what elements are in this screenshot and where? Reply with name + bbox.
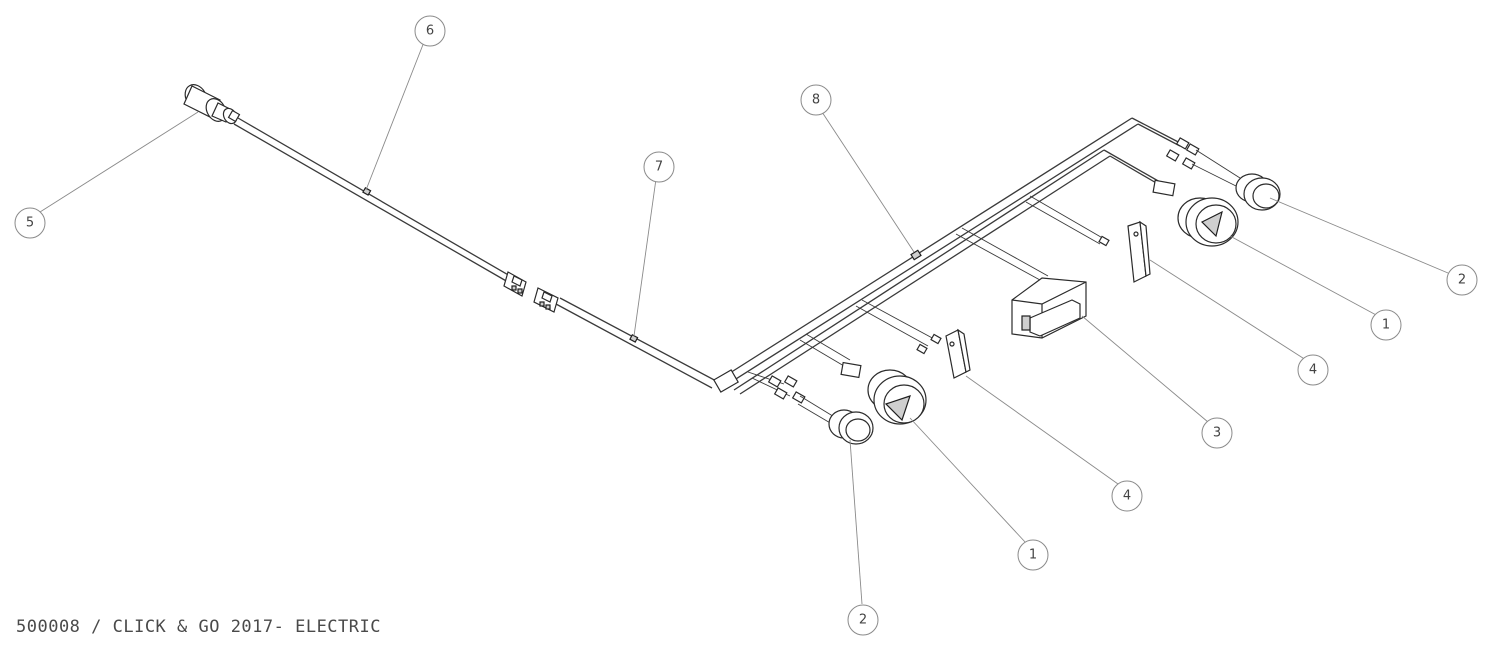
svg-text:1: 1 — [1029, 548, 1037, 563]
callout-1-right: 1 — [1370, 309, 1402, 341]
inline-connector-pair — [503, 271, 559, 313]
svg-text:8: 8 — [812, 93, 820, 108]
callout-2-right: 2 — [1446, 264, 1478, 296]
leader-lines — [39, 41, 1449, 605]
upper-right-lamp-group — [1098, 137, 1281, 283]
callout-4-left: 4 — [1111, 480, 1143, 512]
callout-7: 7 — [643, 151, 675, 183]
callout-6: 6 — [414, 15, 446, 47]
svg-text:3: 3 — [1213, 426, 1221, 441]
relay-box — [1011, 277, 1087, 339]
callout-1-left: 1 — [1017, 539, 1049, 571]
svg-text:5: 5 — [26, 216, 34, 231]
svg-text:4: 4 — [1123, 489, 1131, 504]
callout-8: 8 — [800, 84, 832, 116]
callout-5: 5 — [14, 207, 46, 239]
svg-text:7: 7 — [655, 160, 663, 175]
callout-2-left: 2 — [847, 604, 879, 636]
harness-branches — [747, 195, 1107, 397]
harness-cable — [233, 117, 1187, 395]
svg-text:1: 1 — [1382, 318, 1390, 333]
svg-text:6: 6 — [426, 24, 434, 39]
svg-text:4: 4 — [1309, 363, 1317, 378]
callout-4-right: 4 — [1297, 354, 1329, 386]
plug-connector — [183, 84, 241, 125]
svg-text:2: 2 — [1458, 273, 1466, 288]
drawing-caption: 500008 / CLICK & GO 2017- ELECTRIC — [16, 617, 381, 637]
lower-left-lamp-group — [767, 328, 971, 445]
svg-text:2: 2 — [859, 613, 867, 628]
callout-3: 3 — [1201, 417, 1233, 449]
